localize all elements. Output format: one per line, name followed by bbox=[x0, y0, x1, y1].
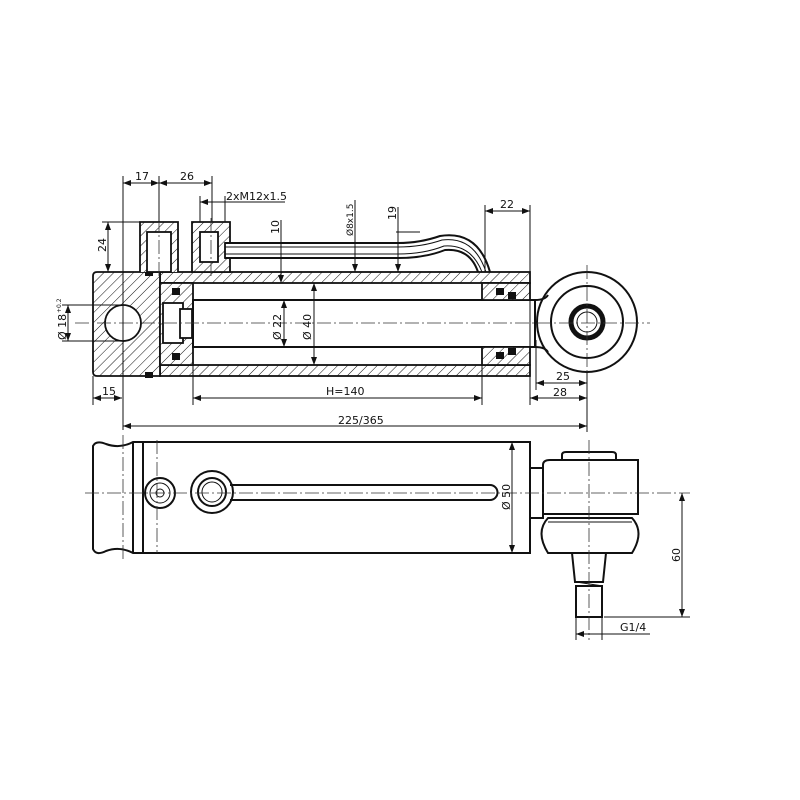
pipe-wall bbox=[225, 239, 487, 273]
cylinder-body bbox=[142, 441, 531, 554]
overall-length: 225/365 bbox=[338, 414, 384, 427]
port-seal bbox=[145, 270, 153, 276]
section-view bbox=[75, 218, 650, 380]
piston-seal-bottom bbox=[172, 353, 180, 360]
gland-seal bbox=[508, 348, 516, 355]
port-2-outside bbox=[190, 470, 234, 514]
gland-bottom bbox=[481, 346, 531, 366]
dimensions-top: 17 26 2xM12x1.5 24 10 Ø8x1.5 19 22 Ø 18 … bbox=[56, 170, 588, 432]
tube-wall-top bbox=[159, 271, 531, 284]
pipe-outer bbox=[225, 234, 491, 273]
bore-dia: Ø 40 bbox=[301, 314, 314, 340]
dim-60: 60 bbox=[670, 548, 683, 562]
dim-26: 26 bbox=[180, 170, 194, 183]
piston-rod bbox=[192, 299, 536, 348]
pipe-inner bbox=[225, 248, 479, 273]
port-2-bore bbox=[199, 231, 219, 263]
thread-line bbox=[575, 581, 604, 587]
piston-seal-top bbox=[172, 288, 180, 295]
pin-hole-tolerance: +0.2 bbox=[56, 298, 63, 313]
dim-28: 28 bbox=[553, 386, 567, 399]
cap-seal bbox=[145, 372, 153, 378]
dim-15: 15 bbox=[102, 385, 116, 398]
port-2-ring bbox=[197, 477, 227, 507]
rod-dia: Ø 22 bbox=[271, 314, 284, 340]
gland-seal bbox=[508, 292, 516, 299]
stroke-label: H=140 bbox=[326, 385, 364, 398]
pin-hole-dia: Ø 18 bbox=[56, 314, 69, 340]
gland-seal bbox=[496, 352, 504, 359]
dim-22-gland: 22 bbox=[500, 198, 514, 211]
piston-nut-inner bbox=[179, 308, 193, 339]
dimensions-bottom: Ø 50 60 G1/4 bbox=[500, 442, 690, 640]
gland-top bbox=[481, 282, 531, 301]
dim-24: 24 bbox=[96, 238, 109, 252]
gland-seal bbox=[496, 288, 504, 295]
dim-25: 25 bbox=[556, 370, 570, 383]
body-dia: Ø 50 bbox=[500, 484, 513, 510]
rod-end-eye bbox=[542, 459, 639, 515]
port-thread-label: 2xM12x1.5 bbox=[226, 190, 287, 203]
dim-17: 17 bbox=[135, 170, 149, 183]
dim-10: 10 bbox=[269, 220, 282, 234]
dim-19: 19 bbox=[386, 206, 399, 220]
pipe-size: Ø8x1.5 bbox=[345, 204, 356, 236]
fitting-thread-label: G1/4 bbox=[620, 621, 646, 634]
tube-wall-bottom bbox=[159, 364, 531, 377]
end-cap-outside bbox=[92, 441, 143, 555]
pipe-wall bbox=[225, 245, 483, 273]
port-2-hole bbox=[201, 481, 223, 503]
grease-nipple-base bbox=[540, 517, 640, 554]
pipe-outside bbox=[230, 484, 499, 501]
outside-view bbox=[85, 435, 690, 640]
